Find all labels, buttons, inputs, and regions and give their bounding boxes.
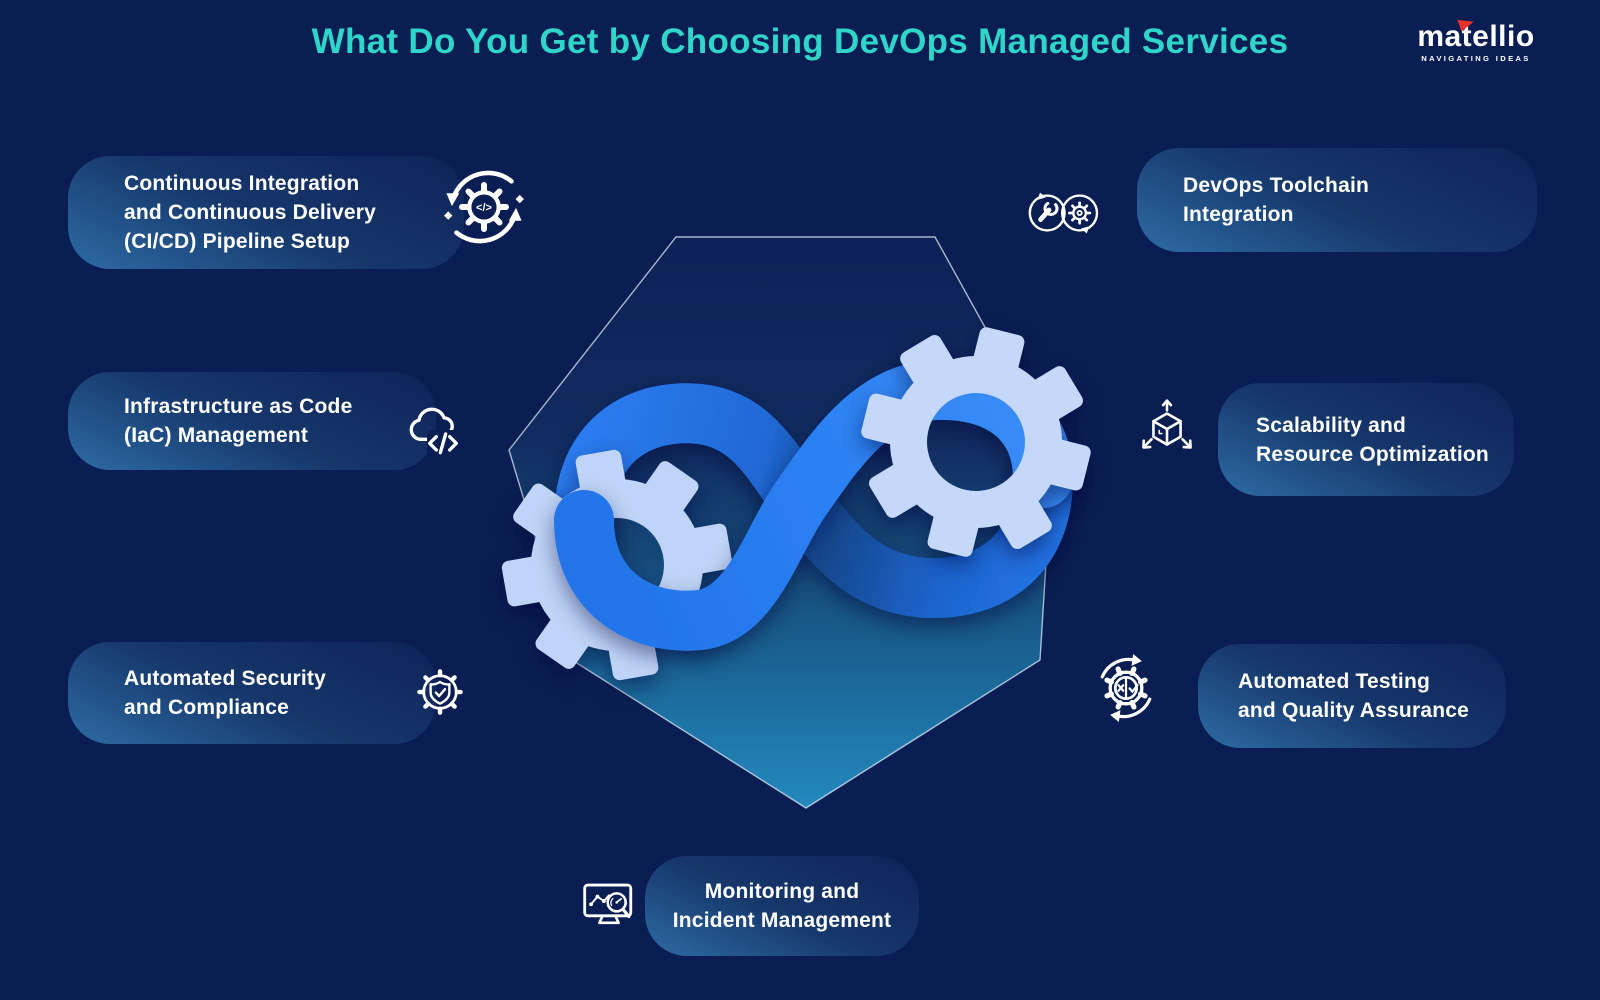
card-label-line: DevOps Toolchain bbox=[1183, 174, 1370, 197]
card-label-line: Continuous Integration bbox=[124, 172, 360, 195]
card-cicd: Continuous Integration and Continuous De… bbox=[68, 156, 464, 269]
card-label-line: and Quality Assurance bbox=[1238, 699, 1469, 722]
testing-qa-gear-icon bbox=[1088, 650, 1164, 726]
gear-right bbox=[861, 327, 1091, 557]
infinity-symbol bbox=[554, 383, 1073, 619]
security-gear-shield-icon bbox=[410, 662, 470, 722]
card-label-line: Integration bbox=[1183, 203, 1294, 226]
matellio-logo: matellio NAVIGATING IDEAS bbox=[1414, 22, 1538, 63]
card-label-line: Automated Security bbox=[124, 667, 326, 690]
infinity-under-strand bbox=[554, 383, 1073, 619]
card-label-line: and Continuous Delivery bbox=[124, 201, 376, 224]
card-security: Automated Security and Compliance bbox=[68, 642, 436, 744]
card-label-line: Incident Management bbox=[672, 909, 892, 932]
card-label-line: Infrastructure as Code bbox=[124, 395, 353, 418]
card-label-line: Monitoring and bbox=[704, 880, 860, 903]
card-scalability: Scalability and Resource Optimization bbox=[1218, 383, 1514, 496]
card-label-line: (IaC) Management bbox=[124, 424, 309, 447]
card-toolchain: DevOps Toolchain Integration bbox=[1137, 148, 1537, 252]
card-label-line: (CI/CD) Pipeline Setup bbox=[124, 230, 351, 253]
svg-text:</>: </> bbox=[476, 202, 492, 214]
gear-left bbox=[501, 449, 733, 681]
infrastructure-as-code-icon bbox=[399, 398, 463, 462]
heptagon-outline bbox=[508, 236, 1054, 809]
toolchain-integration-icon bbox=[1016, 184, 1112, 242]
infinity-over-strand bbox=[554, 359, 1073, 651]
card-label-line: Automated Testing bbox=[1238, 670, 1431, 693]
card-label-line: Resource Optimization bbox=[1256, 442, 1489, 466]
cicd-pipeline-icon: </> bbox=[440, 163, 528, 251]
page-title: What Do You Get by Choosing DevOps Manag… bbox=[311, 22, 1289, 61]
logo-wordmark: matellio bbox=[1417, 20, 1535, 53]
monitoring-screen-icon bbox=[577, 872, 641, 934]
scalability-cube-icon bbox=[1136, 398, 1198, 460]
card-label-line: Scalability and bbox=[1256, 413, 1407, 437]
card-testing: Automated Testing and Quality Assurance bbox=[1198, 644, 1506, 748]
card-label-line: and Compliance bbox=[124, 696, 289, 719]
card-monitoring: Monitoring and Incident Management bbox=[645, 856, 919, 956]
logo-tagline: NAVIGATING IDEAS bbox=[1421, 54, 1531, 63]
card-iac: Infrastructure as Code (IaC) Management bbox=[68, 372, 436, 470]
